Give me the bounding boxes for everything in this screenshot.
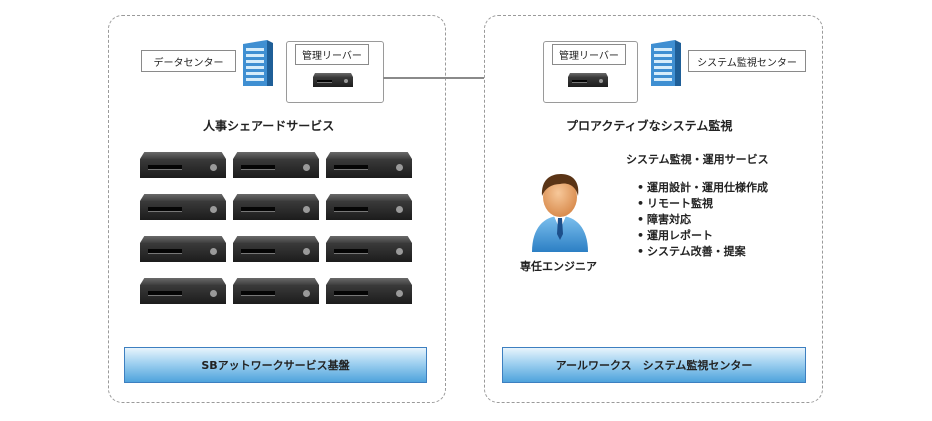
rack-server-icon <box>140 236 226 262</box>
left-management-server-box: 管理リーバー <box>286 41 384 103</box>
rack-server-icon <box>326 152 412 178</box>
service-item-label: 障害対応 <box>647 213 691 226</box>
monitoring-center-label: システム監視センター <box>688 50 806 72</box>
service-item: •リモート監視 <box>637 197 713 210</box>
right-base-bar: アールワークス システム監視センター <box>502 347 806 383</box>
service-item: •運用レポート <box>637 229 713 242</box>
services-list: •運用設計・運用仕様作成 •リモート監視 •障害対応 •運用レポート •システム… <box>637 180 768 260</box>
right-management-server-label: 管理リーバー <box>552 44 626 65</box>
rack-server-icon <box>233 278 319 304</box>
service-item-label: リモート監視 <box>647 197 713 210</box>
rack-server-icon <box>233 152 319 178</box>
rack-server-icon <box>326 236 412 262</box>
engineer-icon <box>532 174 588 252</box>
right-heading: プロアクティブなシステム監視 <box>566 119 733 133</box>
datacenter-label: データセンター <box>141 50 236 72</box>
left-heading: 人事シェアードサービス <box>203 119 335 133</box>
service-item: •システム改善・提案 <box>637 245 746 258</box>
rack-server-icon <box>140 194 226 220</box>
left-base-bar: SBアットワークサービス基盤 <box>124 347 427 383</box>
right-management-server-icon <box>568 73 608 87</box>
right-management-server-box: 管理リーバー <box>543 41 638 103</box>
rack-server-icon <box>326 278 412 304</box>
service-item: •運用設計・運用仕様作成 <box>637 181 768 194</box>
service-item: •障害対応 <box>637 213 691 226</box>
rack-server-icon <box>233 236 319 262</box>
engineer-label: 専任エンジニア <box>520 260 597 273</box>
service-item-label: 運用設計・運用仕様作成 <box>647 181 768 194</box>
rack-server-icon <box>326 194 412 220</box>
service-item-label: 運用レポート <box>647 229 713 242</box>
monitoring-center-building-icon <box>651 40 681 86</box>
rack-server-icon <box>140 152 226 178</box>
rack-server-icon <box>140 278 226 304</box>
network-connection-line <box>383 77 543 79</box>
services-title: システム監視・運用サービス <box>626 153 769 166</box>
rack-server-icon <box>233 194 319 220</box>
datacenter-building-icon <box>243 40 273 86</box>
left-management-server-icon <box>313 73 353 87</box>
service-item-label: システム改善・提案 <box>647 245 746 258</box>
left-management-server-label: 管理リーバー <box>295 44 369 65</box>
